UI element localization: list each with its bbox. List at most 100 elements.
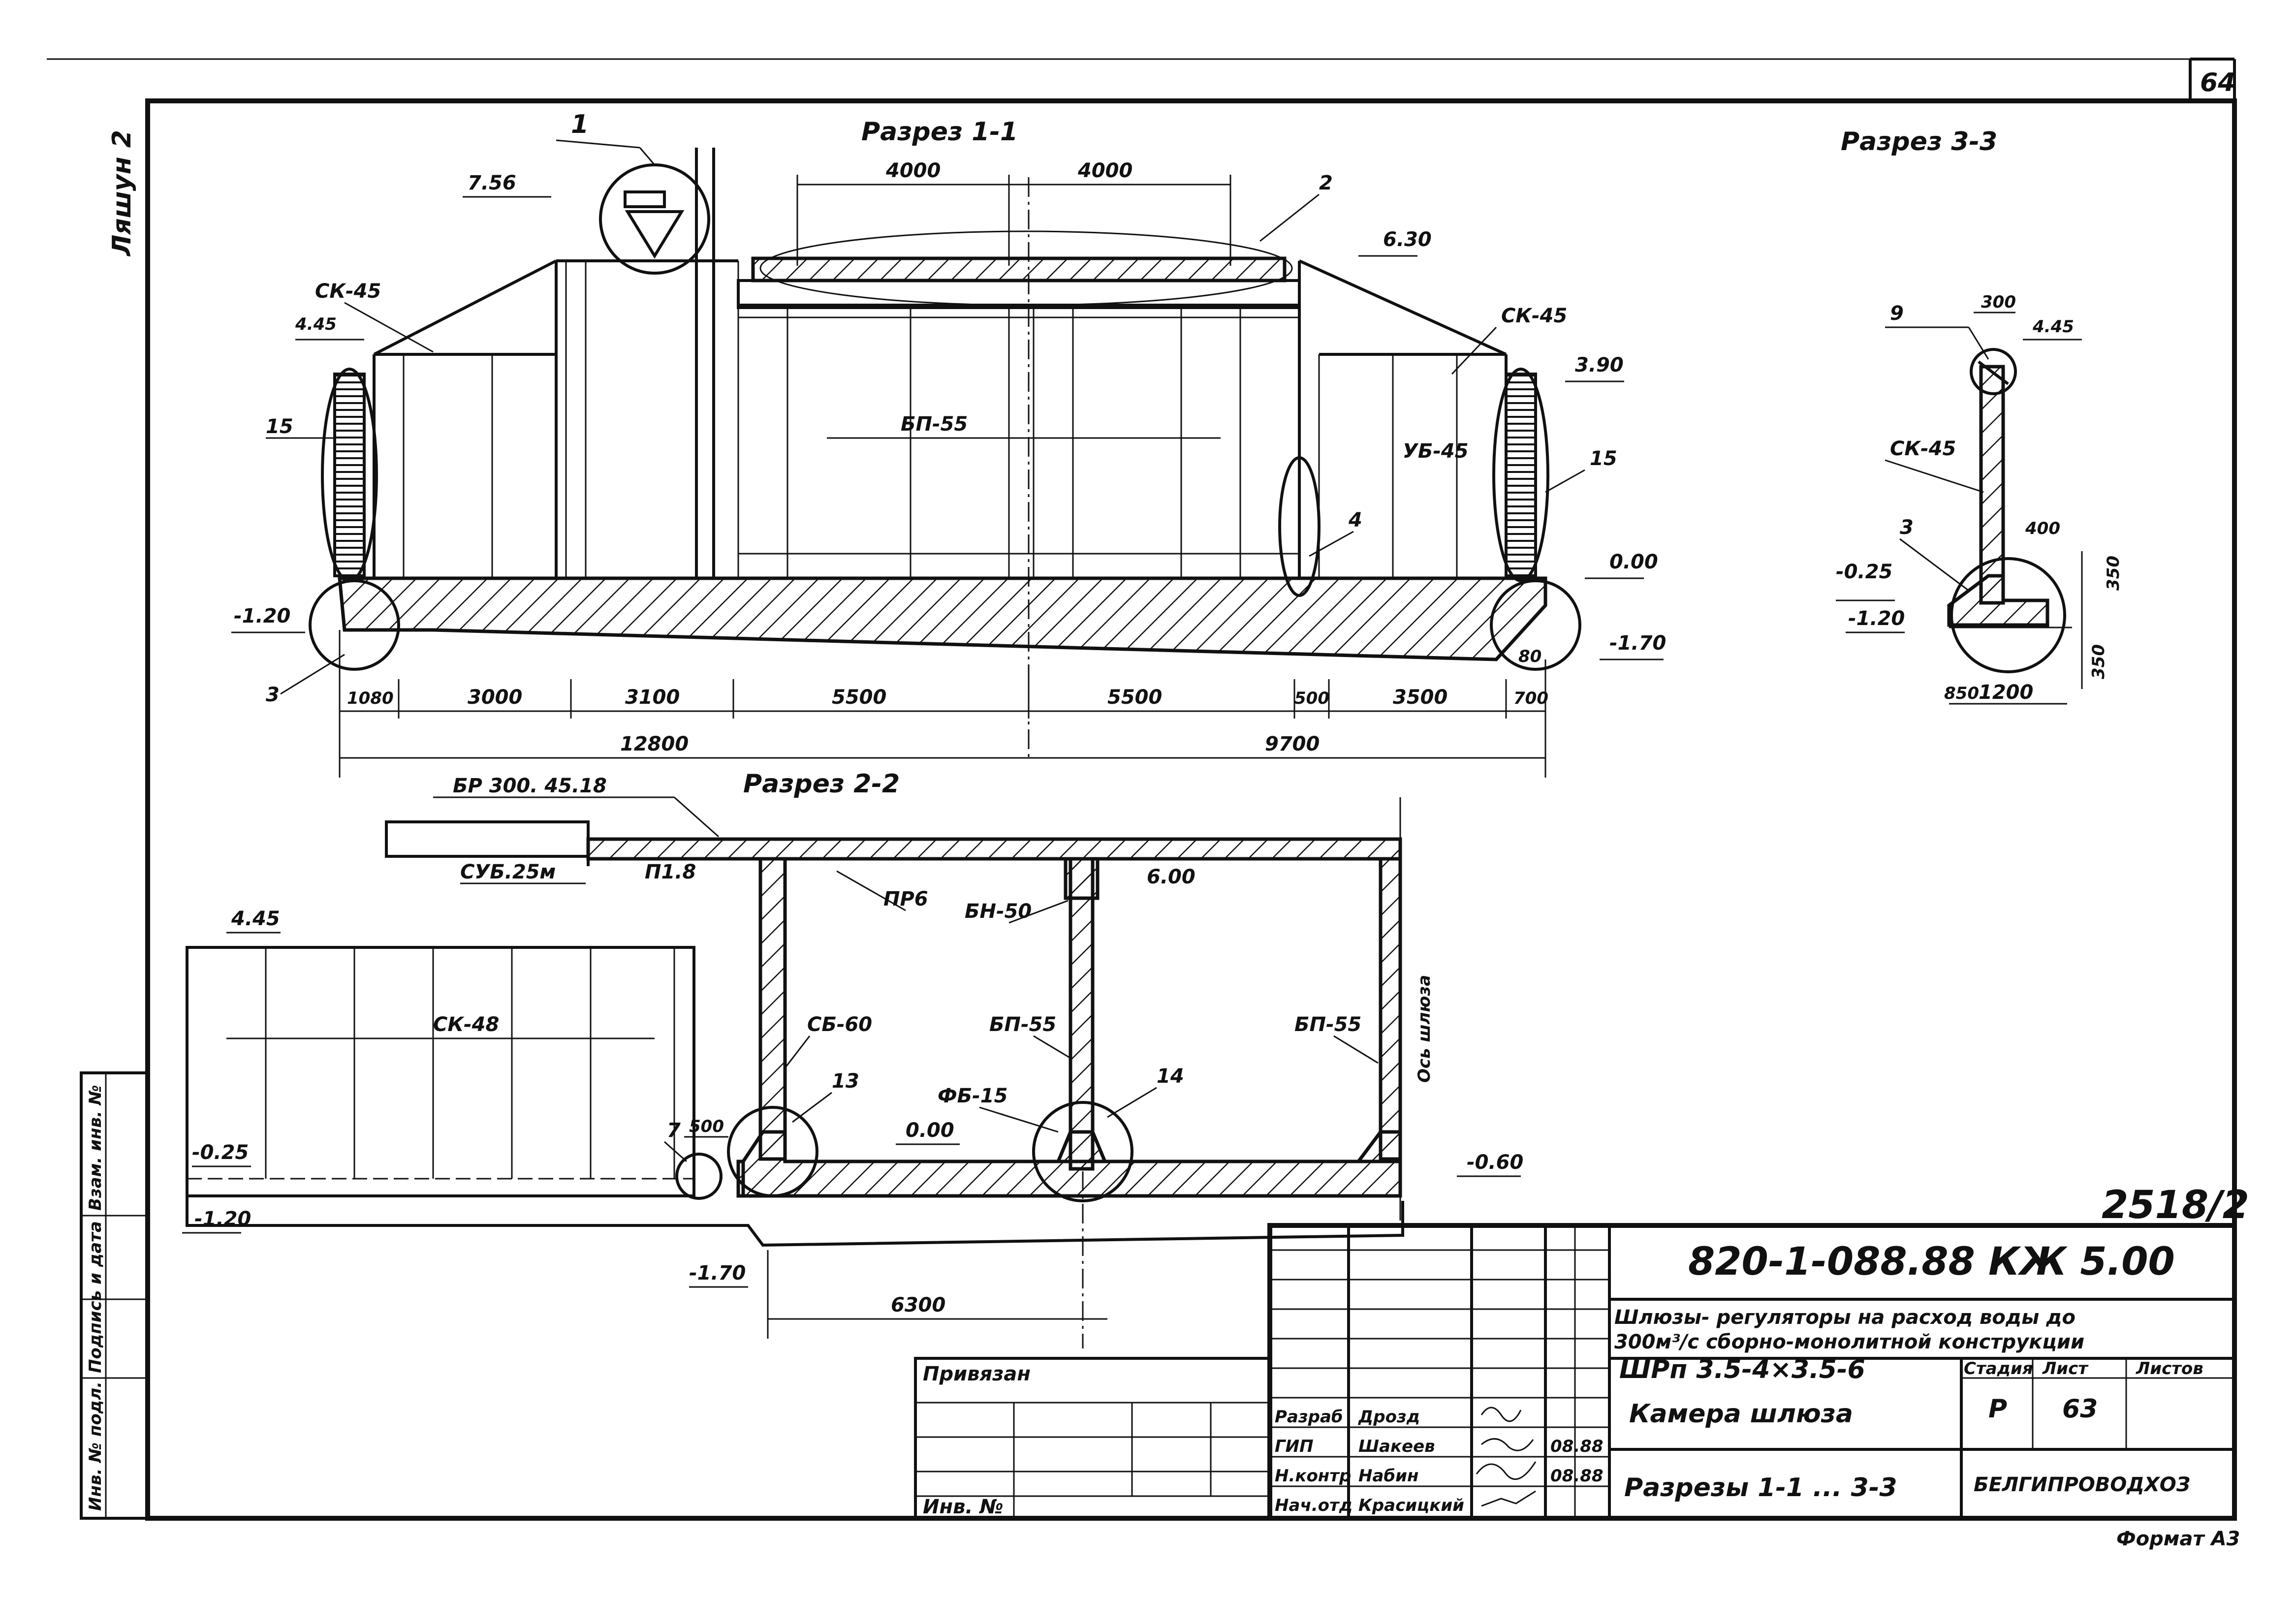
s2-elev-m0-25: -0.25 bbox=[192, 1141, 249, 1164]
stamp-title-line2: 300м³/с сборно-монолитной конструкции bbox=[1614, 1331, 2084, 1353]
stamp-role-1: Разраб bbox=[1275, 1407, 1343, 1427]
stamp-role-3: Н.контр bbox=[1275, 1466, 1351, 1486]
stamp-inv-no: Инв. № bbox=[923, 1496, 1004, 1518]
stamp-part: Камера шлюза bbox=[1629, 1399, 1853, 1429]
dim-bot-1: 1080 bbox=[347, 689, 394, 708]
stamp-role-2: ГИП bbox=[1275, 1437, 1314, 1456]
sheet-number: 64 bbox=[2200, 68, 2235, 97]
binding-label-sign: Подпись и дата bbox=[86, 1221, 105, 1373]
stamp-date-3: 08.88 bbox=[1550, 1466, 1604, 1486]
stamp-col-sheet: Лист bbox=[2042, 1359, 2089, 1379]
dim-total-1: 12800 bbox=[620, 733, 689, 755]
section-1-1: Разрез 1-1 bbox=[231, 110, 1666, 778]
s2-dim-500: 500 bbox=[689, 1117, 724, 1136]
s2-elev-0-00: 0.00 bbox=[906, 1119, 954, 1142]
label-ub45: УБ-45 bbox=[1403, 440, 1469, 463]
label-bp55: БП-55 bbox=[901, 413, 968, 436]
dim-top-2: 4000 bbox=[1077, 159, 1132, 182]
s2-label-br300: БР 300. 45.18 bbox=[453, 775, 607, 797]
dim-bot-6: 500 bbox=[1294, 689, 1329, 708]
s3-dim-400: 400 bbox=[2025, 519, 2060, 538]
s2-label-sb60: СБ-60 bbox=[807, 1013, 872, 1036]
small-dim: 80 bbox=[1518, 647, 1541, 666]
s2-dim-6300: 6300 bbox=[891, 1294, 945, 1316]
s3-dim-350b: 350 bbox=[2089, 644, 2108, 679]
s2-elev-m0-60: -0.60 bbox=[1467, 1151, 1523, 1174]
s2-elev-m1-20: -1.20 bbox=[194, 1208, 251, 1230]
stamp-sheet: 63 bbox=[2062, 1394, 2098, 1424]
s2-label-fb15: ФБ-15 bbox=[938, 1085, 1007, 1107]
s2-elev-m1-70: -1.70 bbox=[689, 1262, 746, 1285]
section-2-2: Разрез 2-2 БР 300. 45.18 bbox=[182, 769, 1523, 1348]
s2-elev-4-45: 4.45 bbox=[231, 908, 280, 930]
left-vertical-note: Ляшун 2 bbox=[107, 130, 137, 257]
section-1-title: Разрез 1-1 bbox=[861, 117, 1018, 147]
dim-bot-4: 5500 bbox=[832, 686, 886, 709]
stamp-privyazan: Привязан bbox=[923, 1363, 1031, 1385]
s3-dim-300: 300 bbox=[1981, 292, 2016, 312]
section-2-title: Разрез 2-2 bbox=[743, 769, 900, 799]
s3-dim-1200: 1200 bbox=[1979, 681, 2033, 704]
stamp-title-line1: Шлюзы- регуляторы на расход воды до bbox=[1614, 1306, 2076, 1329]
s2-label-bp55-mid: БП-55 bbox=[989, 1013, 1056, 1036]
s3-callout-3: 3 bbox=[1900, 516, 1914, 539]
dim-total-2: 9700 bbox=[1265, 733, 1320, 755]
dim-bot-2: 3000 bbox=[468, 686, 522, 709]
callout-3: 3 bbox=[266, 684, 280, 706]
s2-label-bp55-right: БП-55 bbox=[1294, 1013, 1361, 1036]
s2-label-sub25: СУБ.25м bbox=[460, 861, 556, 883]
elev-3-90: 3.90 bbox=[1575, 354, 1624, 376]
stamp-col-stage: Стадия bbox=[1964, 1359, 2033, 1379]
s3-elev-m1-20: -1.20 bbox=[1848, 607, 1905, 630]
s2-label-bn50: БН-50 bbox=[965, 900, 1032, 923]
stamp-stage: Р bbox=[1988, 1394, 2007, 1424]
stamp-drawing: Разрезы 1-1 ... 3-3 bbox=[1624, 1473, 1897, 1503]
stamp-sheet-code: 2518/2 bbox=[2102, 1183, 2249, 1227]
s2-label-pr6: ПР6 bbox=[883, 888, 928, 910]
dim-top-1: 4000 bbox=[885, 159, 941, 182]
stamp-date-2: 08.88 bbox=[1550, 1437, 1604, 1456]
stamp-format: Формат А3 bbox=[2116, 1528, 2240, 1550]
stamp-name-1: Дрозд bbox=[1358, 1407, 1420, 1427]
callout-1: 1 bbox=[571, 110, 589, 139]
s2-callout-13: 13 bbox=[832, 1070, 859, 1093]
section-3-title: Разрез 3-3 bbox=[1841, 127, 1997, 157]
stamp-role-4: Нач.отд bbox=[1275, 1496, 1352, 1515]
callout-2: 2 bbox=[1319, 172, 1333, 194]
binding-strip bbox=[80, 1071, 149, 1520]
elev-m1-70: -1.70 bbox=[1609, 632, 1666, 655]
stamp-col-sheets: Листов bbox=[2136, 1359, 2203, 1379]
signatures bbox=[1476, 1407, 1537, 1507]
s2-elev-6-00: 6.00 bbox=[1147, 866, 1195, 888]
s3-dim-350a: 350 bbox=[2104, 556, 2123, 591]
stamp-organization: БЕЛГИПРОВОДХОЗ bbox=[1974, 1473, 2190, 1496]
dim-bot-7: 3500 bbox=[1393, 686, 1447, 709]
s2-axis-label: Ось шлюза bbox=[1415, 975, 1434, 1083]
stamp-name-4: Красицкий bbox=[1358, 1496, 1464, 1515]
elev-0-00: 0.00 bbox=[1609, 551, 1658, 573]
s2-label-p18: П1.8 bbox=[645, 861, 696, 883]
binding-label-replace: Взам. инв. № bbox=[86, 1085, 105, 1211]
stamp-name-2: Шакеев bbox=[1358, 1437, 1435, 1456]
label-sk45-right: СК-45 bbox=[1501, 305, 1567, 327]
s3-elev-4-45: 4.45 bbox=[2032, 317, 2074, 337]
stamp-project-code: 820-1-088.88 КЖ 5.00 bbox=[1688, 1240, 2175, 1284]
s3-callout-9: 9 bbox=[1890, 302, 1904, 325]
label-sk45-left: СК-45 bbox=[315, 280, 381, 303]
callout-15-left: 15 bbox=[266, 415, 293, 438]
dim-bot-3: 3100 bbox=[625, 686, 680, 709]
s3-elev-m0-25: -0.25 bbox=[1836, 561, 1892, 583]
stamp-name-3: Набин bbox=[1358, 1466, 1418, 1486]
dim-bot-5: 5500 bbox=[1107, 686, 1162, 709]
s3-dim-850: 850 bbox=[1944, 684, 1979, 703]
binding-label-inv: Инв. № подл. bbox=[86, 1381, 105, 1511]
elev-6-30: 6.30 bbox=[1383, 228, 1432, 251]
callout-4: 4 bbox=[1348, 509, 1362, 532]
stamp-subtitle: ШРп 3.5-4×3.5-6 bbox=[1619, 1355, 1865, 1384]
s2-callout-7: 7 bbox=[667, 1119, 681, 1142]
elev-m1-20: -1.20 bbox=[234, 605, 290, 627]
dim-bot-8: 700 bbox=[1513, 689, 1548, 708]
s3-label-sk45: СК-45 bbox=[1890, 438, 1956, 460]
title-block bbox=[914, 1223, 2237, 1521]
